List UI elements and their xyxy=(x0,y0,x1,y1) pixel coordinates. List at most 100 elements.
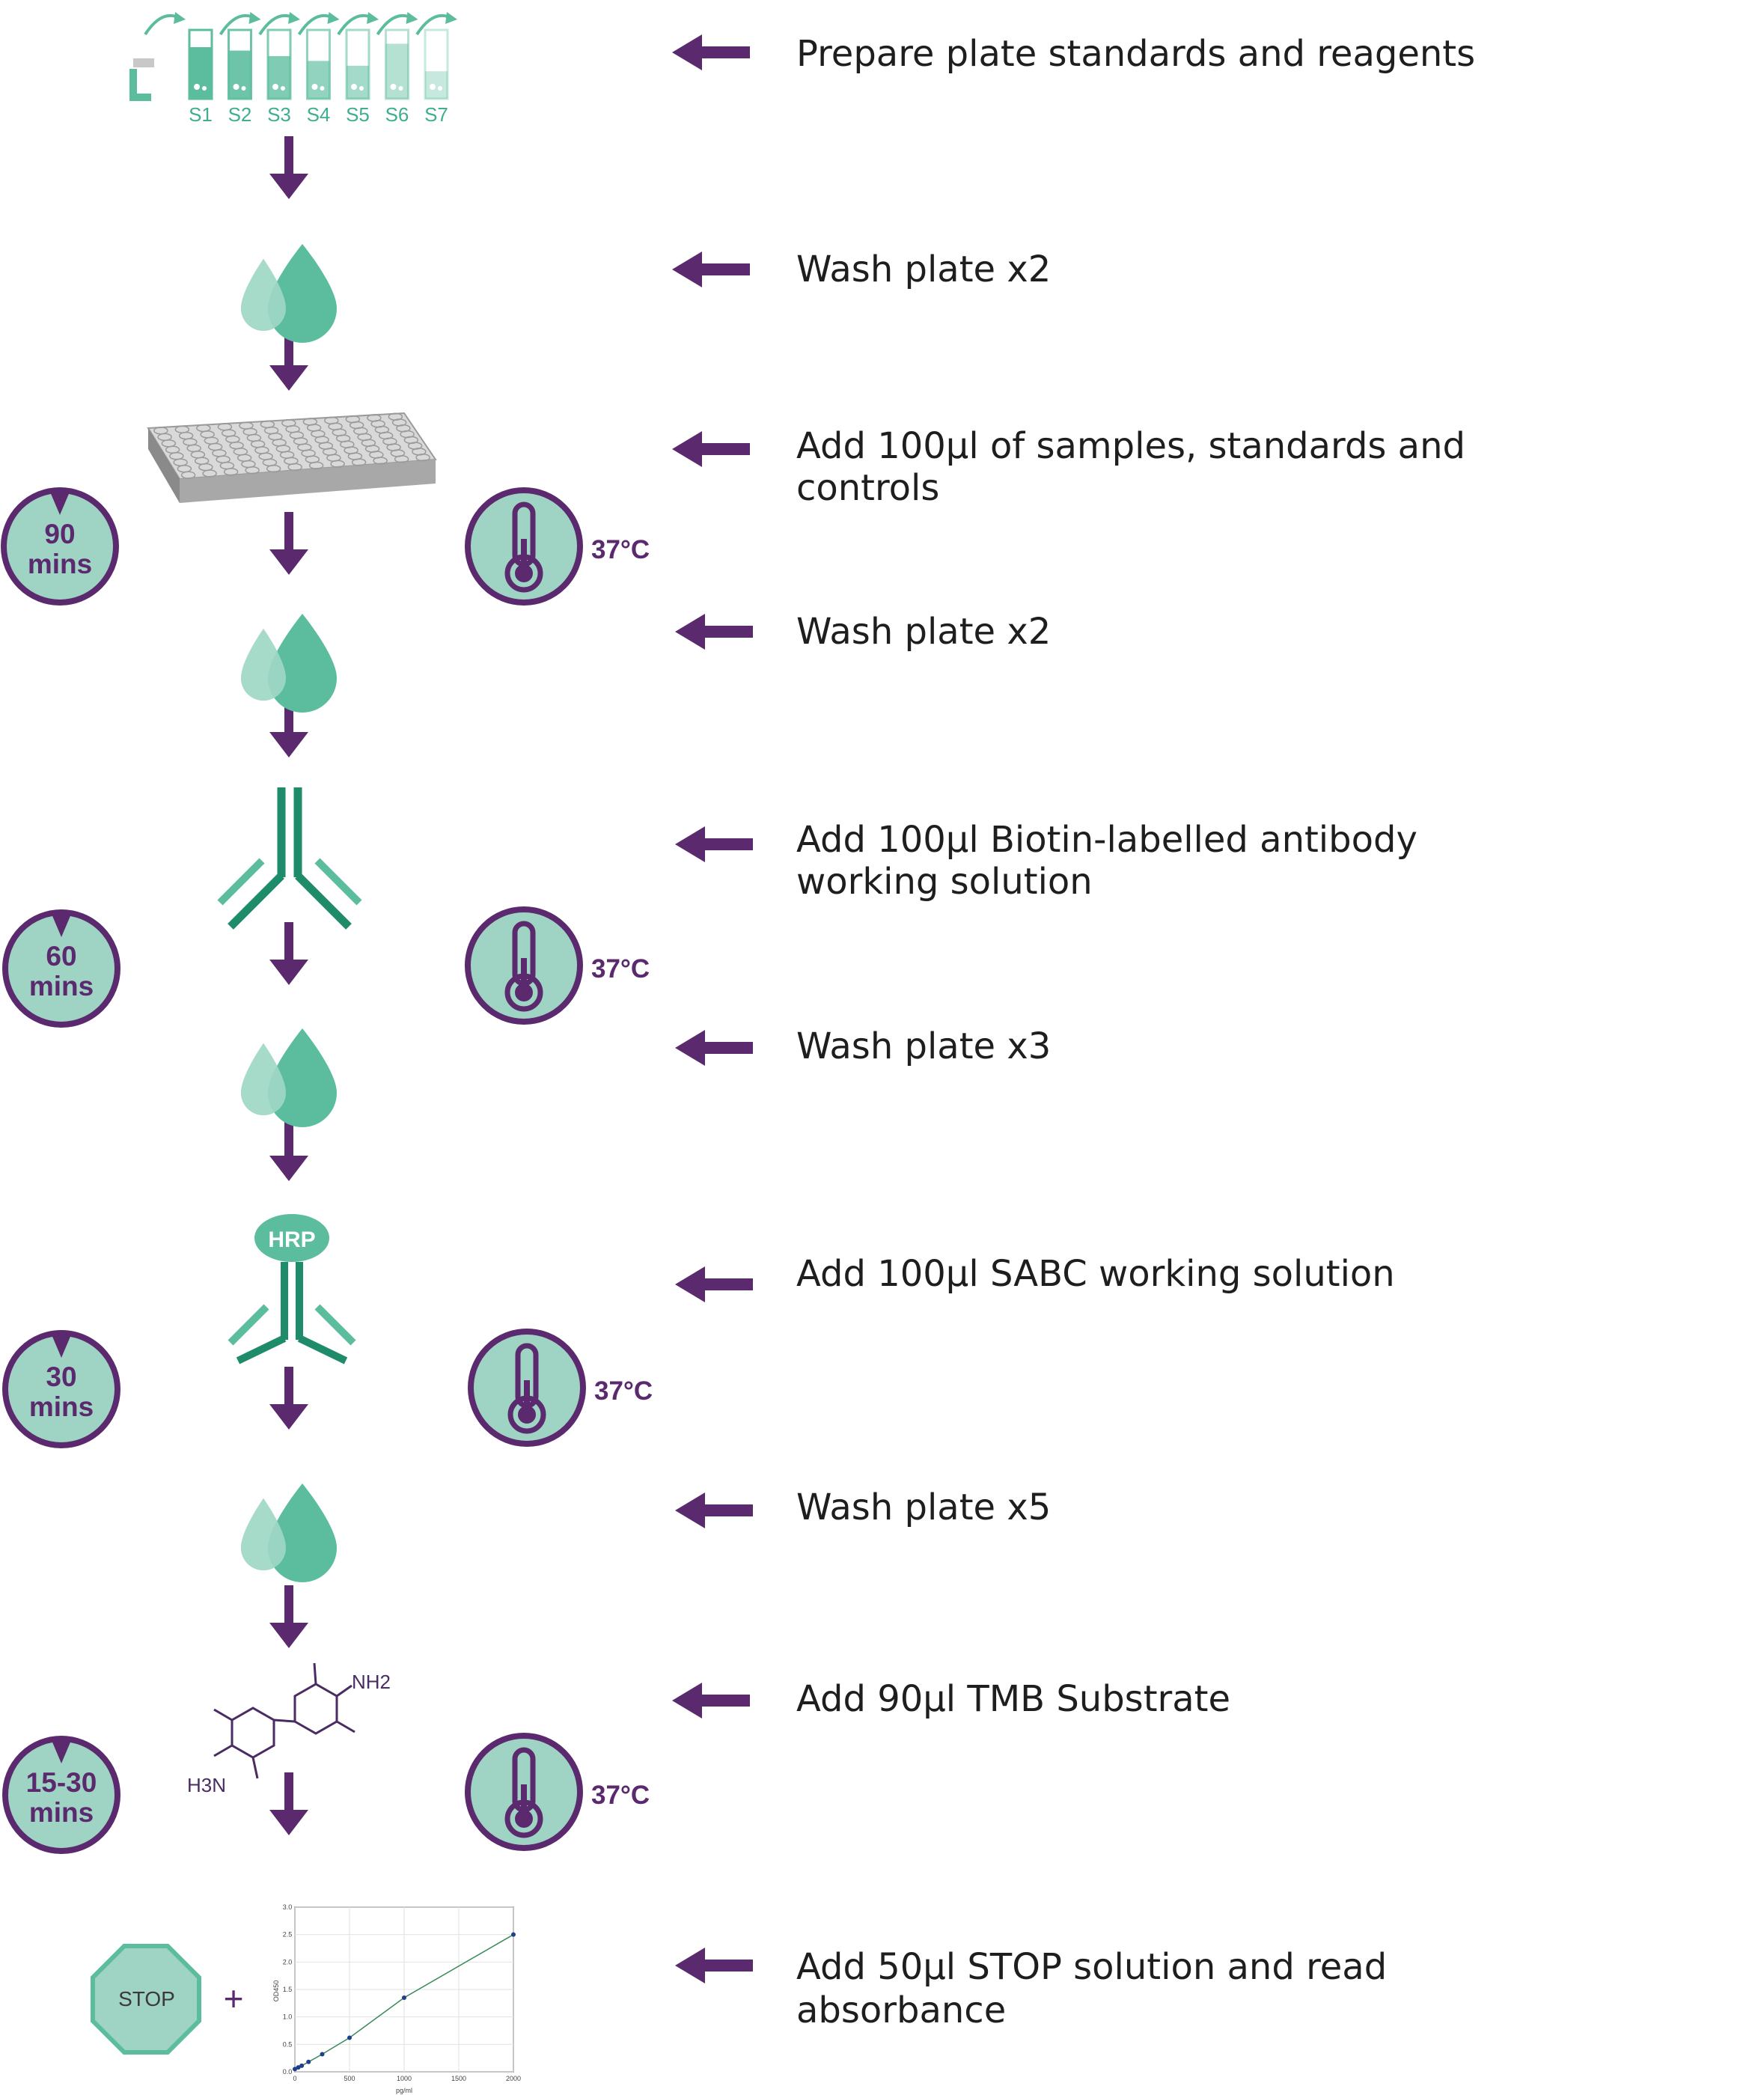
plus-sign: + xyxy=(224,1979,244,2018)
nh2-label: NH2 xyxy=(352,1671,391,1693)
tube-s3: S3 xyxy=(266,28,292,126)
hrp-antibody-icon: HRP xyxy=(228,1214,356,1364)
chart-x-axis-label: pg/ml xyxy=(396,2087,412,2094)
temperature-badge: 37°C xyxy=(471,1332,653,1444)
step-2-text: Wash plate x2 xyxy=(796,248,1051,290)
tube-label: S3 xyxy=(267,103,291,126)
timer-value: 30 xyxy=(46,1361,76,1392)
step-5-text-line2: working solution xyxy=(796,861,1093,903)
temperature-badge: 37°C xyxy=(468,490,650,603)
tube-s6: S6 xyxy=(385,28,409,126)
x-tick-label: 500 xyxy=(344,2075,355,2082)
tube-s1: S1 xyxy=(188,28,213,126)
tube-label: S1 xyxy=(189,103,213,126)
data-point xyxy=(402,1995,406,2000)
tube-label: S6 xyxy=(385,103,409,126)
step-10-text: Add 50µl STOP solution and read xyxy=(796,1946,1387,1988)
down-arrow-icon xyxy=(269,1367,308,1430)
data-point xyxy=(306,2059,311,2064)
data-point xyxy=(511,1932,516,1937)
y-tick-label: 2.0 xyxy=(283,1958,293,1966)
tube-label: S4 xyxy=(307,103,331,126)
temperature-badge: 37°C xyxy=(468,909,650,1022)
thermometer-icon xyxy=(468,490,580,603)
step-7-text: Add 100µl SABC working solution xyxy=(796,1253,1395,1295)
y-tick-label: 1.5 xyxy=(283,1986,293,1993)
timer-unit: mins xyxy=(29,971,94,1001)
y-tick-label: 2.5 xyxy=(283,1931,293,1939)
left-arrow-icon xyxy=(675,826,753,862)
left-arrow-icon xyxy=(672,251,750,287)
step-list: Prepare plate standards and reagents Was… xyxy=(672,33,1475,2031)
timer-badge-90: 90 mins xyxy=(4,490,116,603)
step-5-text: Add 100µl Biotin-labelled antibody xyxy=(796,819,1417,861)
y-tick-label: 1.0 xyxy=(283,2013,293,2021)
timer-unit: mins xyxy=(29,1391,94,1422)
left-arrow-icon xyxy=(675,1492,753,1528)
standard-tubes: S1 S2 S3 S4 S5 S6 S7 xyxy=(129,12,457,126)
timer-badge-60: 60 mins xyxy=(5,912,118,1025)
hrp-badge xyxy=(254,1214,329,1262)
data-point xyxy=(347,2035,352,2040)
timer-value: 15-30 xyxy=(26,1767,97,1798)
temperature-badge: 37°C xyxy=(468,1736,650,1848)
x-tick-label: 1000 xyxy=(397,2075,412,2082)
left-arrow-icon xyxy=(675,1948,753,1983)
down-arrow-icon xyxy=(269,136,308,199)
data-point xyxy=(293,2067,297,2072)
temperature-value: 37°C xyxy=(591,954,650,984)
thermometer-icon xyxy=(468,909,580,1022)
timer-badge-15-30: 15-30 mins xyxy=(5,1739,118,1851)
thermometer-icon xyxy=(468,1736,580,1848)
reagent-bottle-icon xyxy=(129,58,154,101)
tube-s7: S7 xyxy=(424,28,449,126)
down-arrow-icon xyxy=(269,1585,308,1648)
microplate-icon xyxy=(147,412,437,503)
tube-label: S7 xyxy=(424,103,448,126)
h3n-label: H3N xyxy=(187,1774,226,1796)
tube-label: S5 xyxy=(346,103,370,126)
thermometer-icon xyxy=(471,1332,583,1444)
data-point xyxy=(299,2063,305,2068)
step-3-text: Add 100µl of samples, standards and xyxy=(796,425,1465,467)
tube-s4: S4 xyxy=(306,28,331,126)
left-arrow-icon xyxy=(675,1266,753,1302)
x-tick-label: 2000 xyxy=(506,2075,521,2082)
timer-value: 90 xyxy=(44,519,75,549)
tube-label: S2 xyxy=(228,103,252,126)
timer-badge-30: 30 mins xyxy=(5,1333,118,1445)
wash-drops-icon xyxy=(241,244,337,343)
y-tick-label: 0.5 xyxy=(283,2040,293,2048)
down-arrow-icon xyxy=(269,1772,308,1835)
step-4-text: Wash plate x2 xyxy=(796,611,1051,653)
tube-s5: S5 xyxy=(345,28,370,126)
step-10-text-line2: absorbance xyxy=(796,1989,1006,2031)
step-9-text: Add 90µl TMB Substrate xyxy=(796,1678,1230,1720)
left-arrow-icon xyxy=(672,34,750,70)
biotin-antibody-icon xyxy=(217,787,362,930)
left-arrow-icon xyxy=(672,1683,750,1719)
x-tick-label: 0 xyxy=(293,2075,296,2082)
tube-s2: S2 xyxy=(228,28,252,126)
step-1-text: Prepare plate standards and reagents xyxy=(796,33,1475,75)
left-arrow-icon xyxy=(675,1030,753,1066)
hrp-label: HRP xyxy=(268,1228,315,1252)
step-8-text: Wash plate x5 xyxy=(796,1486,1051,1528)
temperature-value: 37°C xyxy=(591,535,650,564)
stop-label: STOP xyxy=(118,1987,175,2010)
wash-drops-icon xyxy=(241,1028,337,1127)
stop-sign-icon: STOP xyxy=(91,1944,201,2055)
temperature-value: 37°C xyxy=(591,1781,650,1810)
y-tick-label: 3.0 xyxy=(283,1903,293,1911)
step-6-text: Wash plate x3 xyxy=(796,1025,1051,1067)
timer-unit: mins xyxy=(29,1797,94,1828)
temperature-value: 37°C xyxy=(594,1376,653,1406)
dilution-arrows xyxy=(144,12,457,36)
down-arrow-icon xyxy=(269,1118,308,1181)
timer-unit: mins xyxy=(28,549,92,579)
data-point xyxy=(296,2065,301,2070)
wash-drops-icon xyxy=(241,1483,337,1582)
down-arrow-icon xyxy=(269,512,308,575)
